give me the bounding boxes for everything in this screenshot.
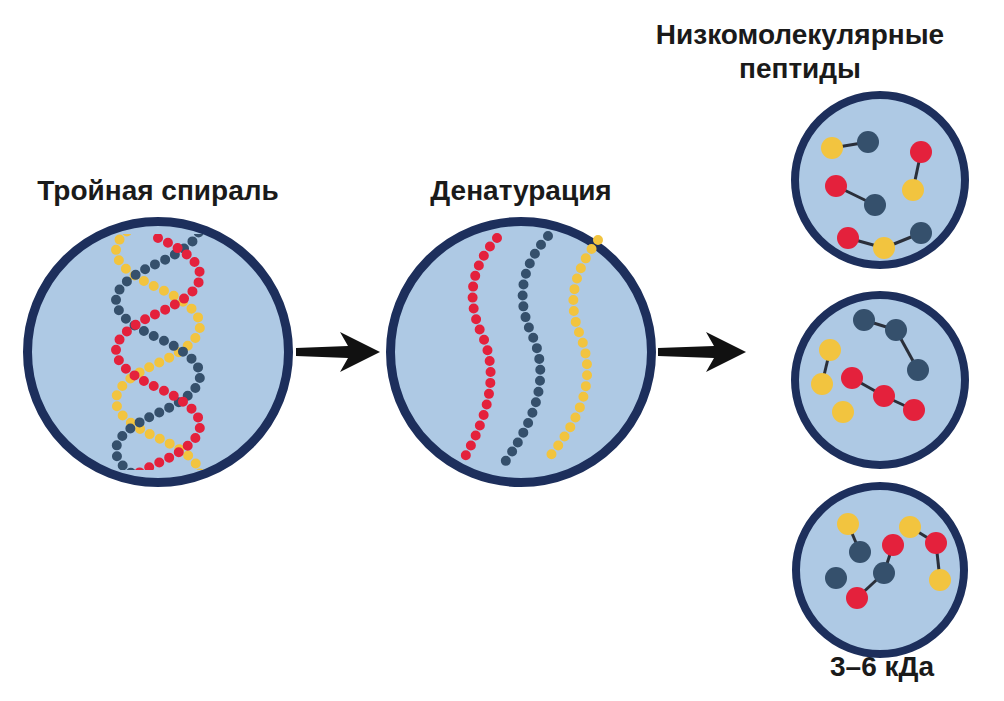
bead xyxy=(903,399,925,421)
stage-circle: Тройная спираль xyxy=(22,217,294,487)
bead xyxy=(853,309,875,331)
bond-line xyxy=(852,378,884,396)
peptide-circles xyxy=(795,95,965,654)
bead xyxy=(910,141,932,163)
flow-arrow xyxy=(296,332,380,372)
bead xyxy=(873,562,895,584)
peptide-circle xyxy=(795,295,965,465)
bead xyxy=(899,516,921,538)
amino-acid-beads xyxy=(811,131,951,609)
bond-line xyxy=(832,142,868,148)
node-label: Денатурация xyxy=(356,174,686,208)
bond-line xyxy=(884,233,921,248)
bond-line xyxy=(857,573,884,598)
bead xyxy=(864,194,886,216)
stage-circle: Денатурация xyxy=(386,217,656,487)
bond-line xyxy=(848,524,860,552)
flow-arrow xyxy=(658,332,746,372)
bead xyxy=(837,513,859,535)
bead xyxy=(902,179,924,201)
node-label: Тройная спираль xyxy=(0,174,324,208)
bead xyxy=(873,237,895,259)
bond-line xyxy=(884,396,914,410)
bead xyxy=(819,339,841,361)
circle-shape xyxy=(391,222,652,483)
bond-line xyxy=(836,186,875,205)
peptide-circle xyxy=(795,95,965,265)
bead xyxy=(910,222,932,244)
circle-shape xyxy=(28,222,289,483)
bond-line xyxy=(936,543,940,580)
bead xyxy=(907,359,929,381)
bead xyxy=(832,401,854,423)
bond-line xyxy=(913,152,921,190)
bead xyxy=(841,367,863,389)
bead xyxy=(929,569,951,591)
bead xyxy=(849,541,871,563)
node-label: Низкомолекулярные пептиды xyxy=(635,18,965,86)
peptide-bonds xyxy=(822,142,940,598)
bond-line xyxy=(910,527,936,543)
bond-line xyxy=(848,238,884,248)
bead xyxy=(882,534,904,556)
node-label: 3–6 кДа xyxy=(782,650,982,684)
bead xyxy=(857,131,879,153)
bead xyxy=(846,587,868,609)
bead xyxy=(885,319,907,341)
bead xyxy=(925,532,947,554)
bond-line xyxy=(896,330,918,370)
bead xyxy=(825,175,847,197)
circle-outline xyxy=(22,217,294,487)
bead xyxy=(811,373,833,395)
bond-line xyxy=(884,545,893,573)
bead xyxy=(873,385,895,407)
peptide-circle xyxy=(796,486,964,654)
bond-line xyxy=(822,350,830,384)
circle-outline xyxy=(386,217,656,487)
bead xyxy=(837,227,859,249)
bead xyxy=(825,567,847,589)
bond-line xyxy=(864,320,896,330)
peptide-group: Низкомолекулярные пептиды3–6 кДа xyxy=(752,90,1002,680)
bead xyxy=(821,137,843,159)
